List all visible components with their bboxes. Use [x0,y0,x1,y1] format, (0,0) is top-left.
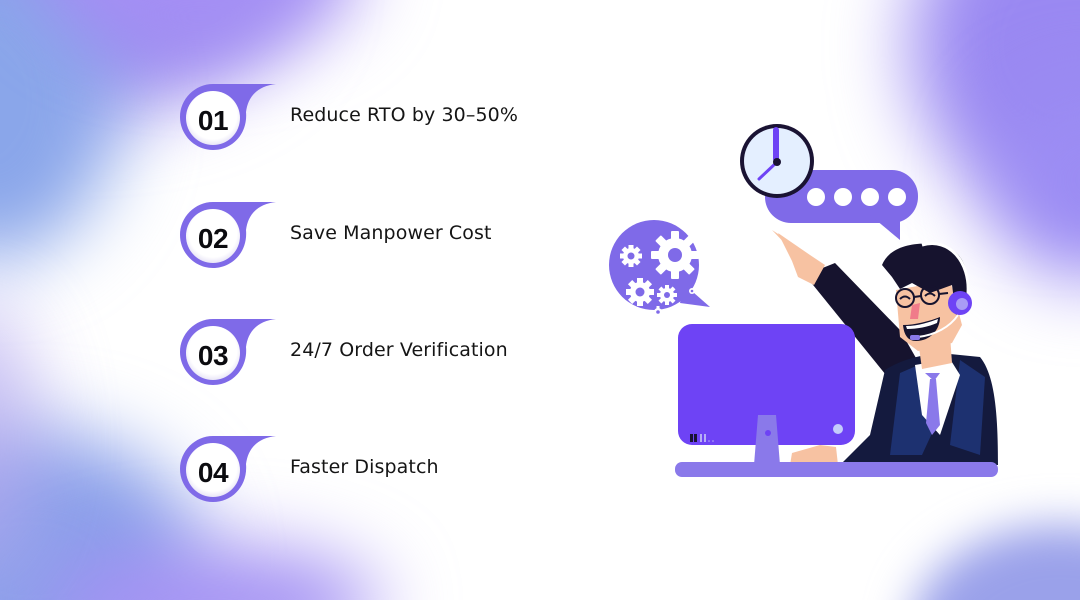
feature-number: 01 [197,105,229,136]
feature-item-3: 03 24/7 Order Verification [178,317,558,387]
gears-icon [609,220,710,318]
feature-label: Faster Dispatch [290,456,439,478]
background-blob-bottom-right [910,525,1080,600]
feature-item-4: 04 Faster Dispatch [178,434,558,504]
number-badge: 04 [178,434,278,504]
feature-number: 02 [197,223,229,254]
teardrop-badge-icon [180,319,276,385]
support-agent-icon [772,230,998,465]
feature-label: 24/7 Order Verification [290,339,508,361]
feature-label: Reduce RTO by 30–50% [290,104,518,126]
support-agent-illustration [600,115,1020,485]
teardrop-badge-icon [180,202,276,268]
teardrop-badge-icon [180,84,276,150]
monitor-icon [675,324,998,477]
feature-number: 04 [197,457,229,488]
feature-item-1: 01 Reduce RTO by 30–50% [178,82,558,152]
feature-number: 03 [197,340,229,371]
feature-label: Save Manpower Cost [290,222,492,244]
feature-item-2: 02 Save Manpower Cost [178,200,558,270]
teardrop-badge-icon [180,436,276,502]
background-blob-top-left-blue [0,0,120,260]
number-badge: 02 [178,200,278,270]
clock-icon [740,124,814,198]
number-badge: 03 [178,317,278,387]
number-badge: 01 [178,82,278,152]
